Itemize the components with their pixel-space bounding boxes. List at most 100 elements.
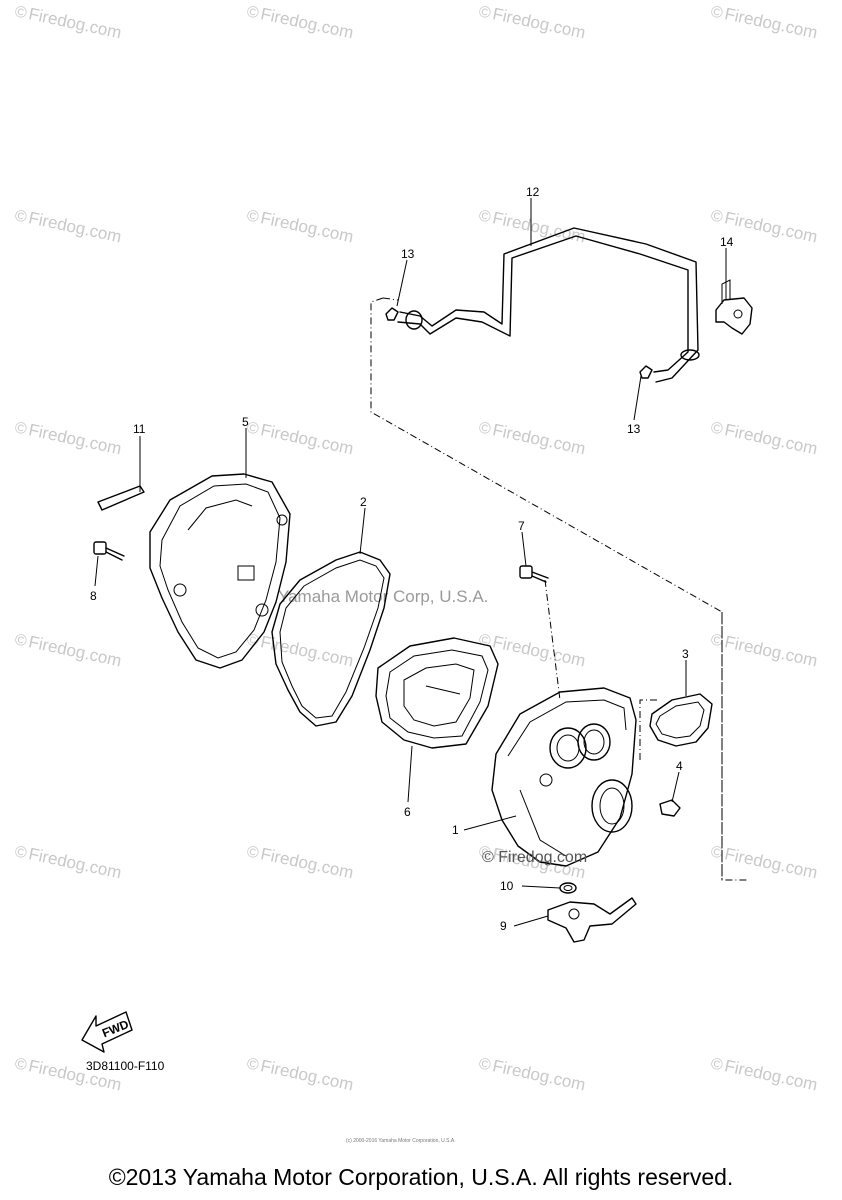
watermark-text: Firedog.com xyxy=(27,420,123,458)
hose-clip-lower xyxy=(639,365,653,379)
watermark-tile: ©Firedog.com xyxy=(13,3,123,42)
diagram-code: 3D81100-F110 xyxy=(86,1059,165,1073)
callout-5: 5 xyxy=(242,415,249,429)
watermark-tile: ©Firedog.com xyxy=(709,419,819,458)
copyright-notice: ©2013 Yamaha Motor Corporation, U.S.A. A… xyxy=(108,1164,734,1190)
case-bolt xyxy=(519,565,549,583)
breather-hose xyxy=(397,227,700,383)
watermark-copyright-mark: © xyxy=(245,3,260,22)
watermark-tile: ©Firedog.com xyxy=(13,631,123,670)
watermark-copyright-mark: © xyxy=(477,1055,492,1074)
joint-gasket xyxy=(649,693,713,747)
watermark-text: Firedog.com xyxy=(723,420,819,458)
drain-grommet xyxy=(559,882,577,894)
watermark-text: Firedog.com xyxy=(259,4,355,42)
callout-9: 9 xyxy=(500,919,507,933)
callout-2: 2 xyxy=(360,495,367,509)
leader-lines xyxy=(94,198,727,927)
watermark-text: Firedog.com xyxy=(723,4,819,42)
watermark-copyright-mark: © xyxy=(13,3,28,22)
watermark-text: Firedog.com xyxy=(259,844,355,882)
watermark-text: Firedog.com xyxy=(27,844,123,882)
callout-13-lower: 13 xyxy=(627,422,641,436)
watermark-text: Firedog.com xyxy=(491,420,587,458)
watermark-tile: ©Firedog.com xyxy=(13,843,123,882)
watermark-copyright-mark: © xyxy=(709,3,724,22)
watermark-copyright-mark: © xyxy=(709,843,724,862)
firedog-watermark: © Firedog.com xyxy=(482,849,587,866)
watermark-copyright-mark: © xyxy=(245,1055,260,1074)
watermark-text: Firedog.com xyxy=(723,844,819,882)
hose-holder-bracket xyxy=(715,279,753,335)
hose-clip-upper xyxy=(385,307,399,321)
callout-14: 14 xyxy=(720,235,734,249)
callout-10: 10 xyxy=(500,879,514,893)
watermark-copyright-mark: © xyxy=(245,631,260,650)
watermark-tile: ©Firedog.com xyxy=(709,3,819,42)
watermark-copyright-mark: © xyxy=(13,843,28,862)
watermark-tile: ©Firedog.com xyxy=(709,1055,819,1094)
air-filter-element xyxy=(375,637,499,749)
watermark-tile: ©Firedog.com xyxy=(245,843,355,882)
watermark-copyright-mark: © xyxy=(477,207,492,226)
watermark-copyright-mark: © xyxy=(13,207,28,226)
watermark-copyright-mark: © xyxy=(477,3,492,22)
watermark-text: Firedog.com xyxy=(723,208,819,246)
callout-3: 3 xyxy=(682,647,689,661)
watermark-tile: ©Firedog.com xyxy=(477,3,587,42)
seal-strip xyxy=(97,485,145,511)
watermark-copyright-mark: © xyxy=(709,1055,724,1074)
cover-gasket xyxy=(271,551,391,727)
watermark-copyright-mark: © xyxy=(477,843,492,862)
callouts: 12 13 14 13 5 11 2 8 3 7 4 6 1 10 9 xyxy=(90,185,734,933)
watermark-copyright-mark: © xyxy=(13,631,28,650)
callout-12: 12 xyxy=(526,185,540,199)
watermark-tile: ©Firedog.com xyxy=(477,207,587,246)
watermark-copyright-mark: © xyxy=(245,419,260,438)
cover-bolt xyxy=(93,541,125,561)
watermark-tile: ©Firedog.com xyxy=(477,1055,587,1094)
watermark-copyright-mark: © xyxy=(709,419,724,438)
watermark-tile: ©Firedog.com xyxy=(245,3,355,42)
drain-bracket xyxy=(547,897,637,943)
fwd-label: FWD xyxy=(100,1017,131,1040)
callout-1: 1 xyxy=(452,823,459,837)
watermark-tile: ©Firedog.com xyxy=(13,207,123,246)
watermark-text: Firedog.com xyxy=(491,4,587,42)
watermark-copyright-mark: © xyxy=(13,419,28,438)
assembly-guide-lines xyxy=(370,297,748,881)
watermark-text: Firedog.com xyxy=(259,208,355,246)
watermark-text: Firedog.com xyxy=(491,632,587,670)
watermark-text: Firedog.com xyxy=(27,208,123,246)
watermark-tile: ©Firedog.com xyxy=(245,1055,355,1094)
callout-11: 11 xyxy=(133,422,146,436)
watermark-tile: ©Firedog.com xyxy=(709,631,819,670)
watermark-copyright-mark: © xyxy=(245,207,260,226)
watermark-text: Firedog.com xyxy=(259,1056,355,1094)
watermark-tile: ©Firedog.com xyxy=(709,843,819,882)
watermark-text: Firedog.com xyxy=(723,632,819,670)
callout-4: 4 xyxy=(676,759,683,773)
watermark-copyright-mark: © xyxy=(245,843,260,862)
callout-8: 8 xyxy=(90,589,97,603)
watermark-tile: ©Firedog.com xyxy=(245,207,355,246)
watermark-tile: ©Firedog.com xyxy=(13,419,123,458)
watermark-copyright-mark: © xyxy=(13,1055,28,1074)
watermark-text: Firedog.com xyxy=(723,1056,819,1094)
callout-13-upper: 13 xyxy=(401,247,415,261)
watermark-copyright-mark: © xyxy=(709,207,724,226)
callout-6: 6 xyxy=(404,805,411,819)
watermark-copyright-mark: © xyxy=(709,631,724,650)
watermark-layer: ©Firedog.com©Firedog.com©Firedog.com©Fir… xyxy=(13,3,819,1094)
small-clamp xyxy=(659,799,681,817)
air-cleaner-case xyxy=(491,687,637,867)
fwd-arrow: FWD xyxy=(81,1011,133,1053)
watermark-tile: ©Firedog.com xyxy=(245,419,355,458)
small-print: (c) 2000-2016 Yamaha Motor Corporation, … xyxy=(346,1138,456,1144)
center-watermark: Yamaha Motor Corp, U.S.A. xyxy=(278,587,488,606)
watermark-copyright-mark: © xyxy=(477,419,492,438)
case-cover xyxy=(149,473,291,669)
watermark-tile: ©Firedog.com xyxy=(477,631,587,670)
watermark-text: Firedog.com xyxy=(259,420,355,458)
